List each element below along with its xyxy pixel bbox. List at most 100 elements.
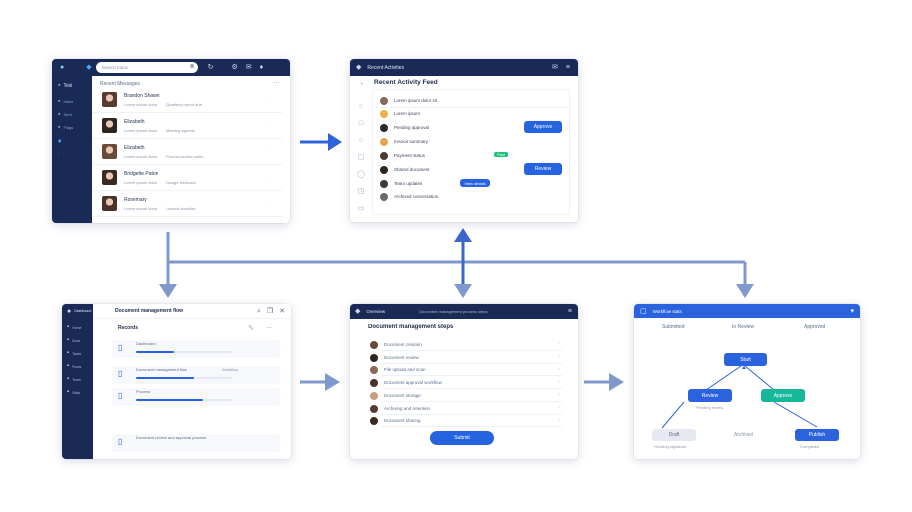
activity-row[interactable]: Archived conversation: [376, 192, 566, 202]
menu-icon[interactable]: ≡: [565, 64, 570, 71]
sender-name: Rosemary: [124, 197, 147, 203]
pin-icon[interactable]: ◦: [270, 123, 272, 129]
menu-icon[interactable]: ≡: [567, 308, 572, 315]
row-action-button[interactable]: Approve: [524, 121, 562, 133]
sidebar-item[interactable]: ▪Team: [67, 376, 81, 382]
activity-row[interactable]: Lorem ipsum: [376, 109, 566, 119]
list-icon[interactable]: ○: [358, 103, 364, 110]
more-icon[interactable]: ⋯: [266, 325, 273, 332]
view-details-button[interactable]: View details: [460, 179, 490, 187]
step-label: Archiving and retention: [384, 405, 431, 411]
sidebar-item[interactable]: ▪Flows: [67, 363, 82, 369]
preview-line: Design feedback: [166, 180, 196, 185]
step-item[interactable]: Document review›: [366, 353, 562, 364]
sidebar-item[interactable]: ▪Tasks: [67, 350, 82, 356]
activity-row[interactable]: Invoice summary: [376, 137, 566, 147]
more-icon[interactable]: ⋯: [273, 80, 280, 87]
node-approve[interactable]: Approve: [761, 389, 805, 402]
pin-icon[interactable]: ◦: [270, 175, 272, 181]
search-input[interactable]: Search inbox ⊗: [95, 62, 198, 73]
sidebar-item[interactable]: ▪Docs: [67, 337, 81, 343]
chevron-right-icon[interactable]: ›: [558, 366, 560, 373]
chevron-right-icon[interactable]: ›: [558, 353, 560, 360]
sidebar-item[interactable]: ▪Home: [67, 324, 82, 330]
topbar-brand: ● Dashboard: [62, 304, 93, 319]
search-icon[interactable]: ⌕: [256, 307, 261, 315]
sidebar-item[interactable]: ▪Inbox: [58, 98, 74, 105]
avatar: [380, 124, 388, 132]
clock-icon[interactable]: ◔: [358, 81, 364, 88]
chevron-right-icon[interactable]: ›: [558, 379, 560, 386]
refresh-icon[interactable]: ↻: [207, 64, 214, 71]
row-label: Invoice summary: [394, 139, 429, 144]
record-card[interactable]: ▯Process: [112, 388, 280, 406]
pin-icon[interactable]: ◦: [270, 149, 272, 155]
sidebar-item[interactable]: ▪Flags: [58, 124, 74, 131]
user-icon[interactable]: ◯: [357, 171, 365, 178]
tag-icon[interactable]: ♦: [58, 138, 62, 145]
archive-icon[interactable]: ▭: [357, 205, 365, 212]
step-item[interactable]: Archiving and retention ›: [366, 404, 562, 415]
avatar: [370, 353, 378, 362]
dashboard-sidebar: [62, 319, 93, 459]
workflow-topbar: ▢ Workflow stats ▾: [634, 304, 860, 318]
record-card[interactable]: ▯Dashboard: [112, 340, 280, 358]
sidebar-item[interactable]: ▪Stats: [67, 389, 81, 395]
step-item[interactable]: File upload and scan ›: [366, 365, 562, 377]
chat-icon[interactable]: ○: [358, 137, 364, 144]
sidebar-item[interactable]: ▪Tesi: [58, 82, 73, 89]
flag-icon: ▪: [58, 124, 61, 131]
chevron-right-icon[interactable]: ›: [558, 404, 560, 411]
node-draft[interactable]: Draft: [652, 429, 696, 441]
close-icon[interactable]: ✕: [279, 307, 285, 315]
step-item[interactable]: Document sharing›: [366, 416, 562, 428]
divider: [382, 350, 562, 351]
bell-icon[interactable]: ♦: [259, 64, 264, 71]
pin-icon[interactable]: ◦: [270, 201, 272, 207]
close-icon[interactable]: ⊗: [189, 64, 195, 70]
step-label: File upload and scan: [384, 367, 426, 373]
preview-line: Lorem ipsum dolor: [124, 128, 158, 133]
edit-icon[interactable]: ✎: [248, 325, 254, 332]
chevron-right-icon[interactable]: ›: [558, 391, 560, 398]
mail-icon[interactable]: ✉: [245, 64, 252, 71]
submit-button[interactable]: Submit: [430, 431, 494, 445]
chevron-right-icon[interactable]: ›: [558, 417, 560, 424]
chevron-right-icon[interactable]: ›: [558, 341, 560, 347]
chevron-down-icon[interactable]: ▾: [850, 307, 854, 315]
sidebar-item[interactable]: ▪Sent: [58, 111, 72, 118]
doc-icon: ▯: [118, 343, 123, 352]
activity-row[interactable]: Lorem ipsum dolor sit: [376, 96, 566, 106]
step-item[interactable]: Document creation›: [366, 340, 562, 351]
arrow-center: [454, 228, 472, 298]
step-item[interactable]: Document storage›: [366, 391, 562, 402]
step-item[interactable]: Document approval workflow›: [366, 378, 562, 390]
record-card[interactable]: ▯Document review and approval process: [112, 434, 280, 452]
settings-icon[interactable]: ⚙: [231, 64, 238, 71]
card-icon[interactable]: ▢: [357, 154, 365, 161]
nav-icon: ▪: [67, 363, 70, 369]
avatar: [380, 138, 388, 146]
steps-heading: Document management steps: [368, 324, 454, 330]
pin-icon[interactable]: ◦: [270, 97, 272, 103]
copy-icon[interactable]: ❐: [266, 307, 274, 315]
avatar: [380, 166, 388, 174]
share-icon[interactable]: ◳: [357, 188, 365, 195]
node-publish[interactable]: Publish: [795, 429, 839, 441]
row-action-button[interactable]: Review: [524, 163, 562, 175]
node-review[interactable]: Review: [688, 389, 732, 402]
mail-icon[interactable]: ✉: [552, 64, 558, 71]
node-start[interactable]: Start: [724, 353, 767, 366]
send-icon: ▪: [58, 111, 61, 118]
doc-icon[interactable]: □: [358, 120, 364, 127]
